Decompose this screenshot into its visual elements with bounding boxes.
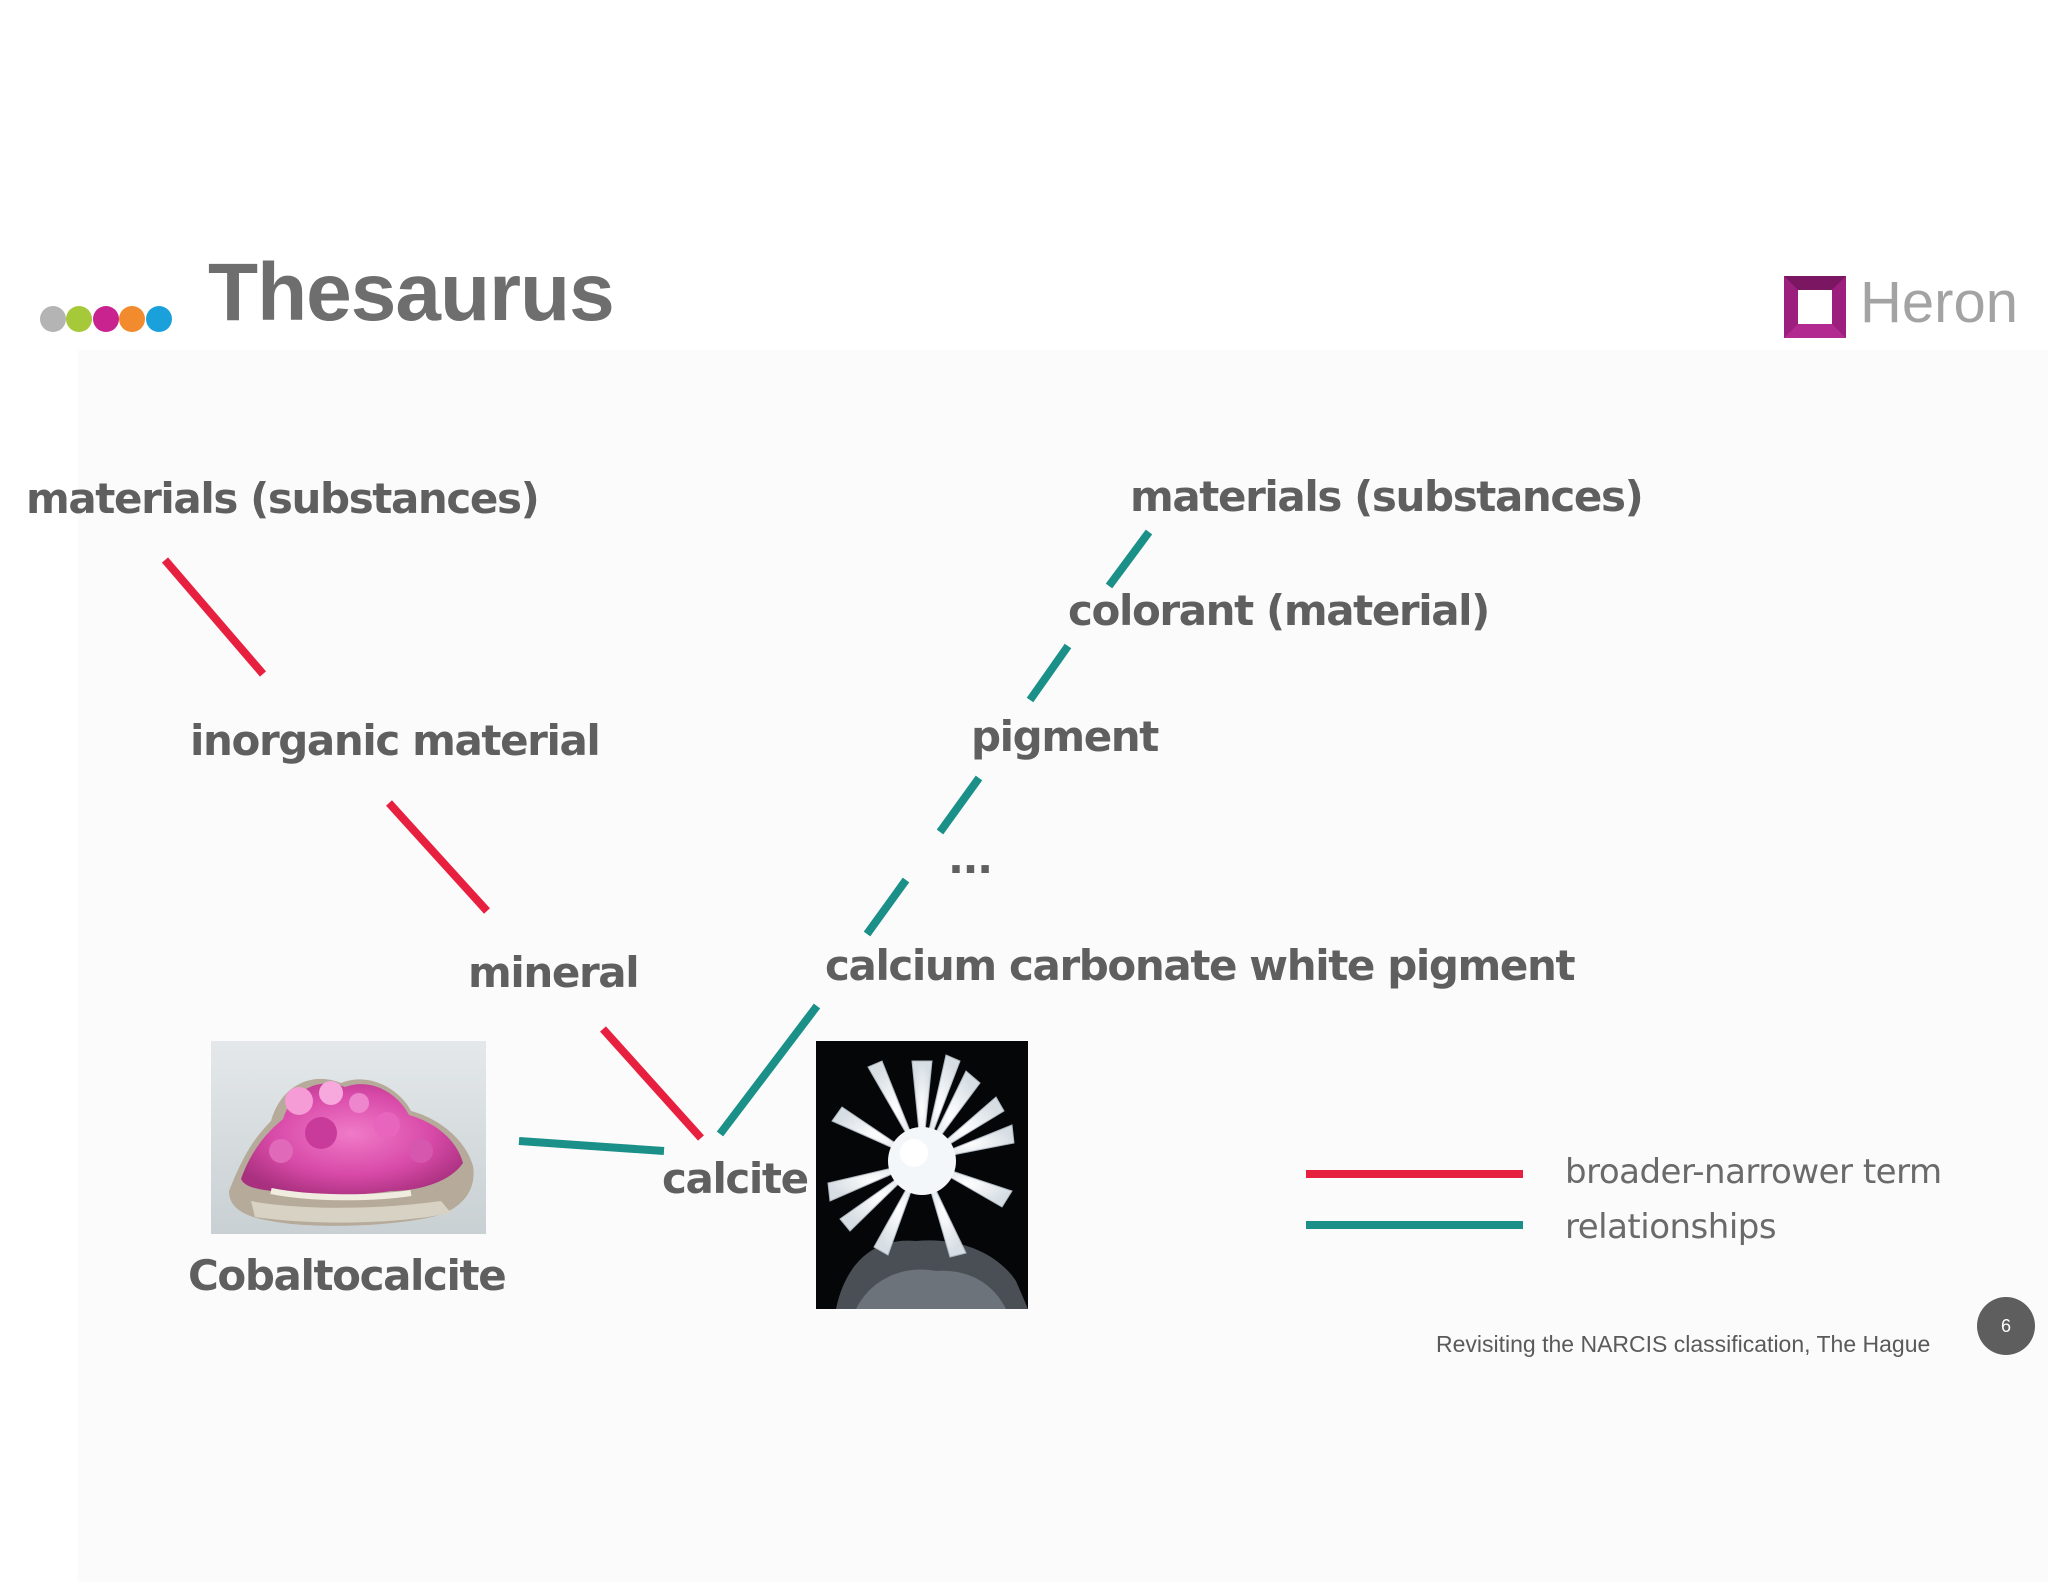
term-materials-substances-right: materials (substances) [1130,472,1644,521]
broader-narrower-line [386,800,490,914]
term-mineral: mineral [468,948,640,997]
term-pigment: pigment [971,712,1159,761]
accent-dot [119,306,145,332]
relationship-line [863,877,910,937]
accent-dot [40,306,66,332]
slide-footer: Revisiting the NARCIS classification, Th… [1436,1331,1931,1357]
slide-panel [78,350,2048,1582]
accent-dot [93,306,119,332]
slide-title: Thesaurus [208,247,615,338]
broader-narrower-line [600,1026,704,1141]
heron-logo-text: Heron [1860,270,2018,335]
broader-narrower-line [161,557,267,677]
relationship-line [1026,643,1072,703]
accent-dot [146,306,172,332]
calcite-image [816,1041,1028,1309]
term-colorant-material: colorant (material) [1068,586,1490,635]
term-calcite: calcite [662,1154,809,1203]
term-materials-substances-left: materials (substances) [26,474,540,523]
page-number-badge: 6 [1977,1297,2035,1355]
legend-broader-narrower-label: broader-narrower term [1565,1152,1942,1192]
relationship-line [518,1137,665,1155]
term-cobaltocalcite: Cobaltocalcite [188,1251,507,1300]
heron-logo-icon [1784,276,1846,338]
term-inorganic-material: inorganic material [190,716,601,765]
term-ellipsis: ... [948,834,993,883]
term-calcium-carbonate-white-pigment: calcium carbonate white pigment [825,941,1576,990]
relationship-line [1105,529,1153,589]
relationship-line [936,775,983,835]
cobaltocalcite-image [211,1041,486,1234]
accent-dot [66,306,92,332]
relationship-line [716,1003,821,1137]
legend-relationships-label: relationships [1565,1207,1777,1247]
